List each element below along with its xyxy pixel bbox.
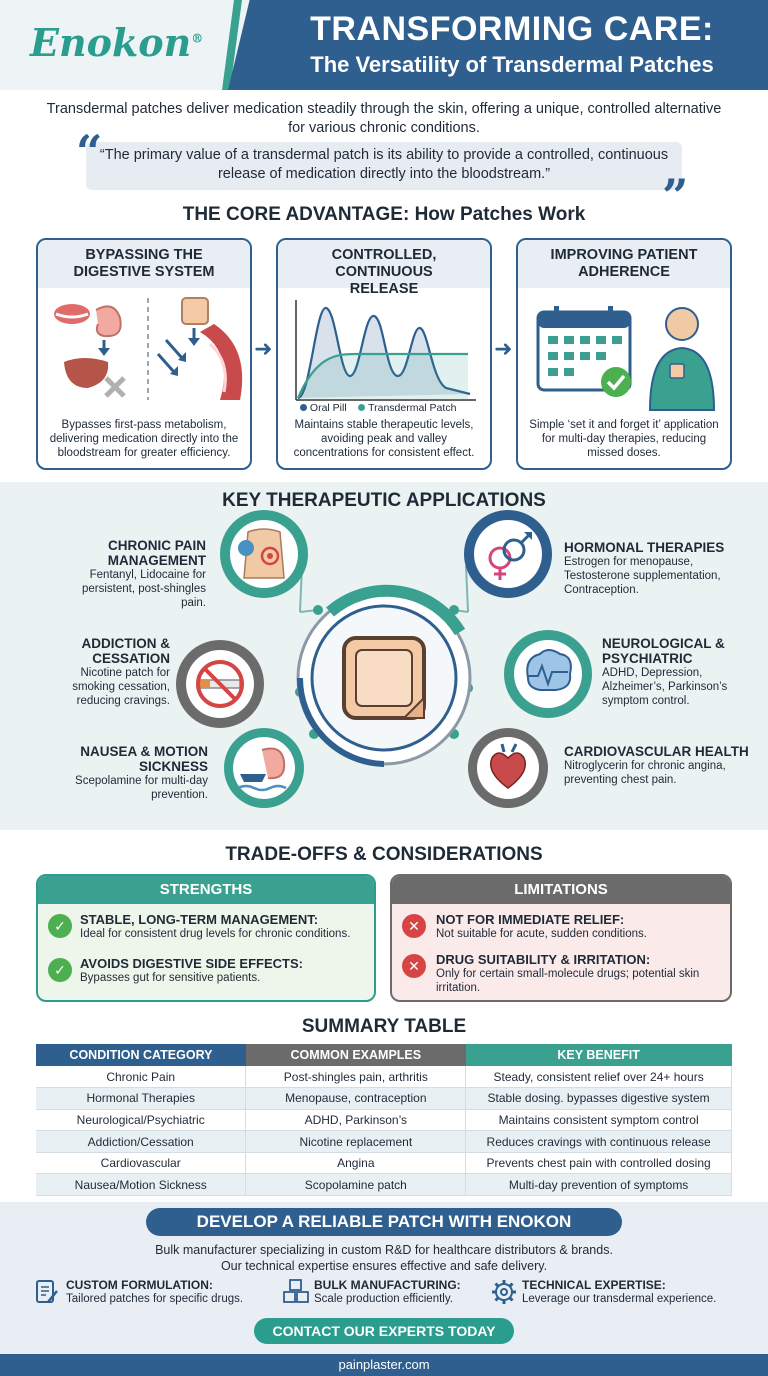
page-subtitle: The Versatility of Transdermal Patches	[310, 52, 714, 77]
feature-custom-formulation: CUSTOM FORMULATION: Tailored patches for…	[66, 1278, 244, 1305]
card-title: CONTROLLED, CONTINUOUS RELEASE	[278, 240, 490, 297]
chart-legend: Oral Pill Transdermal Patch	[300, 402, 456, 414]
card-patient-adherence: IMPROVING PATIENT ADHERENCE Simple ‘set …	[516, 238, 732, 470]
limitations-box: LIMITATIONS ✕ NOT FOR IMMEDIATE RELIEF: …	[390, 874, 732, 1002]
footer-website-link[interactable]: painplaster.com	[0, 1354, 768, 1376]
tradeoffs-title: TRADE-OFFS & CONSIDERATIONS	[225, 844, 543, 865]
strengths-box: STRENGTHS ✓ STABLE, LONG-TERM MANAGEMENT…	[36, 874, 376, 1002]
table-header-row: CONDITION CATEGORY COMMON EXAMPLES KEY B…	[36, 1044, 732, 1066]
table-cell: Maintains consistent symptom control	[465, 1109, 732, 1132]
summary-title: SUMMARY TABLE	[301, 1016, 467, 1037]
limitation-item: NOT FOR IMMEDIATE RELIEF: Not suitable f…	[436, 912, 647, 940]
open-quote-icon: “	[76, 125, 103, 179]
table-cell: Angina	[245, 1152, 467, 1175]
cta-title: DEVELOP A RELIABLE PATCH WITH ENOKON	[146, 1208, 622, 1236]
intro-text: Transdermal patches deliver medication s…	[46, 101, 722, 136]
release-curve-chart	[295, 300, 476, 401]
gear-icon	[492, 1280, 516, 1304]
strength-item: STABLE, LONG-TERM MANAGEMENT: Ideal for …	[80, 912, 351, 940]
card-title: BYPASSING THE DIGESTIVE SYSTEM	[38, 240, 250, 288]
x-icon: ✕	[402, 954, 426, 978]
strengths-header: STRENGTHS	[38, 876, 374, 904]
app-cardiovascular: CARDIOVASCULAR HEALTH Nitroglycerin for …	[564, 744, 749, 786]
table-cell: ADHD, Parkinson’s	[245, 1109, 467, 1132]
feature-bulk-manufacturing: BULK MANUFACTURING: Scale production eff…	[314, 1278, 461, 1305]
table-cell: Stable dosing. bypasses digestive system	[465, 1087, 732, 1110]
table-cell: Chronic Pain	[36, 1066, 247, 1089]
arrow-right-icon: ➜	[254, 336, 273, 361]
table-cell: Reduces cravings with continuous release	[465, 1130, 732, 1153]
applications-title: KEY THERAPEUTIC APPLICATIONS	[222, 490, 546, 511]
app-chronic-pain: CHRONIC PAIN MANAGEMENT Fentanyl, Lidoca…	[81, 538, 206, 609]
title-panel	[228, 0, 768, 90]
col-header-benefit: KEY BENEFIT	[465, 1044, 732, 1066]
card-title: IMPROVING PATIENT ADHERENCE	[518, 240, 730, 288]
close-quote-icon: ”	[662, 169, 689, 223]
limitation-item: DRUG SUITABILITY & IRRITATION: Only for …	[436, 952, 700, 994]
table-cell: Menopause, contraception	[245, 1087, 467, 1110]
applications-diagram	[176, 510, 592, 808]
card-bypassing-digestive: BYPASSING THE DIGESTIVE SYSTEM Bypasses …	[36, 238, 252, 470]
quote-box	[86, 142, 682, 190]
card-text: Maintains stable therapeutic levels, avo…	[293, 419, 475, 459]
card-text: Bypasses first-pass metabolism, deliveri…	[49, 419, 239, 459]
header-banner: Enokon® TRANSFORMING CARE: The Versatili…	[0, 0, 768, 90]
summary-table: CONDITION CATEGORY COMMON EXAMPLES KEY B…	[36, 1044, 732, 1197]
col-header-examples: COMMON EXAMPLES	[245, 1044, 466, 1066]
table-cell: Prevents chest pain with controlled dosi…	[465, 1152, 732, 1175]
core-advantage-title: THE CORE ADVANTAGE: How Patches Work	[182, 204, 586, 225]
page-title: TRANSFORMING CARE:	[310, 10, 714, 48]
x-icon: ✕	[402, 914, 426, 938]
digestive-bypass-icon	[54, 297, 243, 400]
arrow-right-icon: ➜	[494, 336, 513, 361]
table-cell: Addiction/Cessation	[36, 1130, 247, 1153]
table-cell: Nicotine replacement	[245, 1130, 467, 1153]
check-icon: ✓	[48, 958, 72, 982]
brand-panel	[0, 0, 260, 90]
contact-experts-button[interactable]: CONTACT OUR EXPERTS TODAY	[254, 1318, 514, 1344]
table-cell: Post-shingles pain, arthritis	[245, 1066, 467, 1089]
table-cell: Multi-day prevention of symptoms	[465, 1173, 732, 1197]
check-icon: ✓	[48, 914, 72, 938]
app-nausea: NAUSEA & MOTION SICKNESS Scepolamine for…	[75, 744, 208, 801]
limitations-header: LIMITATIONS	[392, 876, 730, 904]
col-header-condition: CONDITION CATEGORY	[36, 1044, 246, 1066]
app-hormonal: HORMONAL THERAPIES Estrogen for menopaus…	[564, 540, 725, 596]
table-cell: Scopolamine patch	[245, 1173, 467, 1197]
card-controlled-release: CONTROLLED, CONTINUOUS RELEASE Oral Pill…	[276, 238, 492, 470]
quote-text: “The primary value of a transdermal patc…	[99, 147, 669, 182]
table-cell: Nausea/Motion Sickness	[36, 1173, 247, 1197]
boxes-icon	[283, 1279, 309, 1303]
feature-technical-expertise: TECHNICAL EXPERTISE: Leverage our transd…	[522, 1278, 717, 1305]
app-addiction: ADDICTION & CESSATION Nicotine patch for…	[72, 636, 170, 707]
strength-item: AVOIDS DIGESTIVE SIDE EFFECTS: Bypasses …	[80, 956, 303, 984]
app-neurological: NEUROLOGICAL & PSYCHIATRIC ADHD, Depress…	[602, 636, 728, 707]
table-cell: Steady, consistent relief over 24+ hours	[465, 1066, 732, 1089]
card-text: Simple ‘set it and forget it’ applicatio…	[529, 419, 719, 459]
table-cell: Hormonal Therapies	[36, 1087, 247, 1110]
document-edit-icon	[36, 1280, 58, 1303]
calendar-person-icon	[536, 306, 716, 411]
cta-text: Bulk manufacturer specializing in custom…	[155, 1243, 613, 1273]
table-cell: Cardiovascular	[36, 1152, 247, 1175]
table-cell: Neurological/Psychiatric	[36, 1109, 247, 1132]
brand-logo: Enokon®	[30, 20, 204, 65]
